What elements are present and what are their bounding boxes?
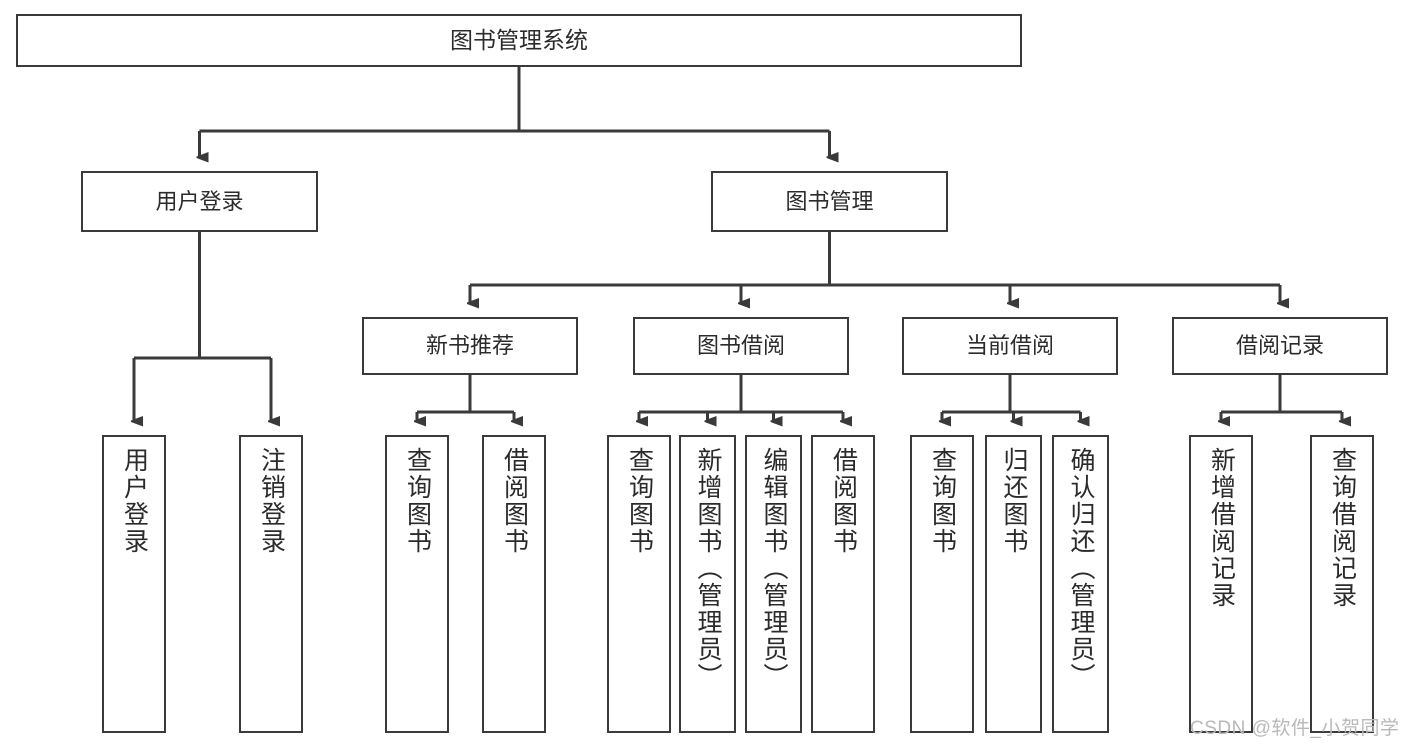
node-leaf-confirm-return[interactable]: 确认归还（管理员） <box>1052 435 1109 733</box>
node-label: 借阅图书 <box>829 447 858 555</box>
node-label: 编辑图书（管理员） <box>760 447 788 690</box>
node-current-borrow[interactable]: 当前借阅 <box>902 317 1118 375</box>
node-root-图书管理系统[interactable]: 图书管理系统 <box>16 14 1022 67</box>
node-label: 新增图书（管理员） <box>694 447 722 690</box>
node-book-borrow[interactable]: 图书借阅 <box>633 317 849 375</box>
node-leaf-query-book-1[interactable]: 查询图书 <box>385 435 449 733</box>
node-label: 图书管理 <box>785 188 874 214</box>
node-label: 查询借阅记录 <box>1328 447 1357 609</box>
node-label: 注销登录 <box>257 447 286 555</box>
node-leaf-query-record[interactable]: 查询借阅记录 <box>1310 435 1374 733</box>
node-label: 查询图书 <box>403 447 432 555</box>
node-user-login[interactable]: 用户登录 <box>81 171 318 232</box>
node-label: 确认归还（管理员） <box>1067 447 1095 690</box>
node-book-manage[interactable]: 图书管理 <box>711 171 948 232</box>
node-leaf-add-record[interactable]: 新增借阅记录 <box>1189 435 1253 733</box>
node-borrow-record[interactable]: 借阅记录 <box>1172 317 1388 375</box>
node-label: 查询图书 <box>625 447 654 555</box>
node-label: 借阅图书 <box>500 447 529 555</box>
node-leaf-borrow-book-1[interactable]: 借阅图书 <box>482 435 546 733</box>
node-new-book-rec[interactable]: 新书推荐 <box>362 317 578 375</box>
node-leaf-query-book-3[interactable]: 查询图书 <box>910 435 974 733</box>
node-leaf-logout[interactable]: 注销登录 <box>239 435 303 733</box>
node-leaf-user-login[interactable]: 用户登录 <box>102 435 166 733</box>
node-label: 用户登录 <box>155 188 244 214</box>
node-label: 归还图书 <box>1000 447 1028 555</box>
node-leaf-add-book[interactable]: 新增图书（管理员） <box>679 435 736 733</box>
node-leaf-query-book-2[interactable]: 查询图书 <box>607 435 671 733</box>
node-label: 查询图书 <box>928 447 957 555</box>
node-label: 图书借阅 <box>696 333 785 359</box>
node-label: 用户登录 <box>120 447 149 555</box>
node-label: 图书管理系统 <box>450 26 588 53</box>
node-leaf-borrow-book-2[interactable]: 借阅图书 <box>811 435 875 733</box>
node-label: 新书推荐 <box>425 333 514 359</box>
csdn-watermark: CSDN @软件_小贺同学 <box>1190 718 1400 739</box>
node-label: 新增借阅记录 <box>1207 447 1236 609</box>
node-label: 借阅记录 <box>1235 333 1324 359</box>
node-leaf-return-book[interactable]: 归还图书 <box>985 435 1042 733</box>
node-leaf-edit-book[interactable]: 编辑图书（管理员） <box>745 435 802 733</box>
node-label: 当前借阅 <box>965 333 1054 359</box>
